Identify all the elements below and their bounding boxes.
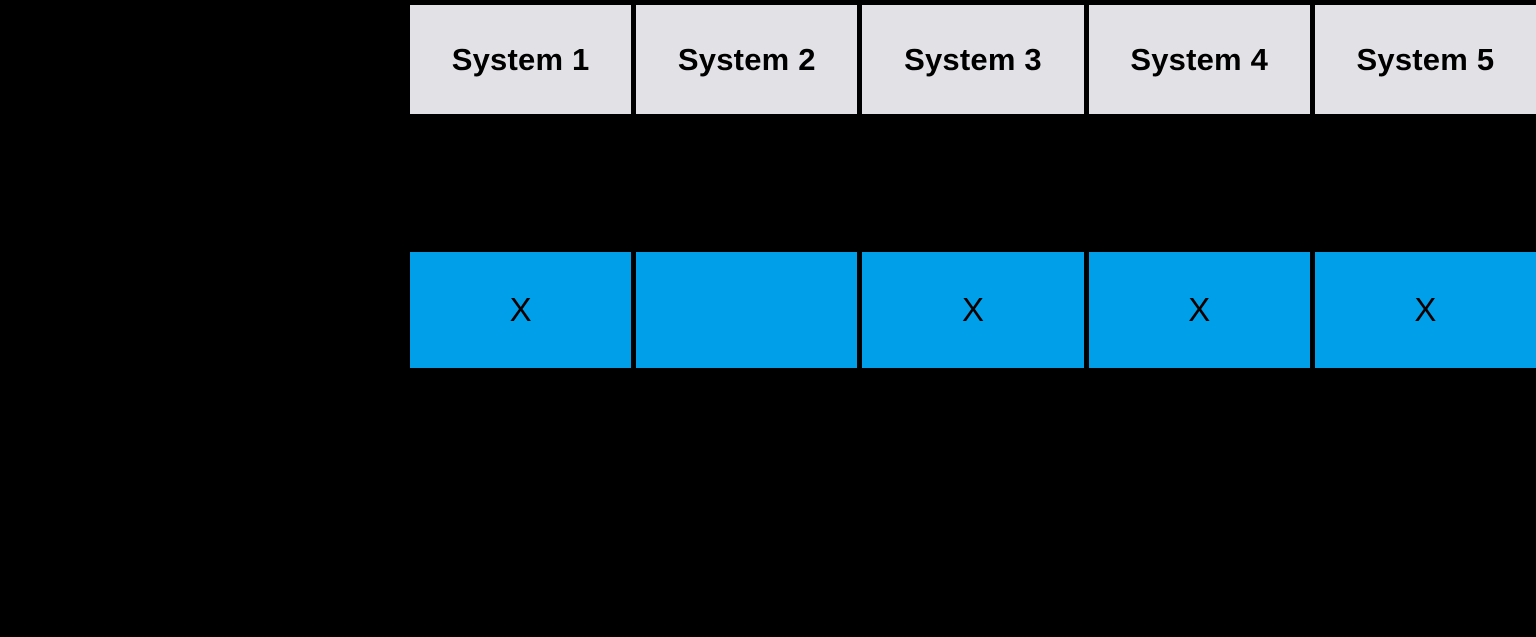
- header-cell-system-5: System 5: [1314, 5, 1536, 114]
- mark-cell-system-3: X: [862, 252, 1084, 368]
- mark-cell-system-2: [636, 252, 858, 368]
- comparison-matrix: System 1 System 2 System 3 System 4 Syst…: [410, 5, 1536, 368]
- mark-cell-system-5: X: [1314, 252, 1536, 368]
- header-cell-system-4: System 4: [1088, 5, 1310, 114]
- matrix-mark-row: X X X X: [410, 252, 1536, 368]
- header-cell-system-2: System 2: [636, 5, 858, 114]
- mark-cell-system-4: X: [1088, 252, 1310, 368]
- mark-cell-system-1: X: [410, 252, 632, 368]
- matrix-header-row: System 1 System 2 System 3 System 4 Syst…: [410, 5, 1536, 114]
- header-cell-system-1: System 1: [410, 5, 632, 114]
- header-cell-system-3: System 3: [862, 5, 1084, 114]
